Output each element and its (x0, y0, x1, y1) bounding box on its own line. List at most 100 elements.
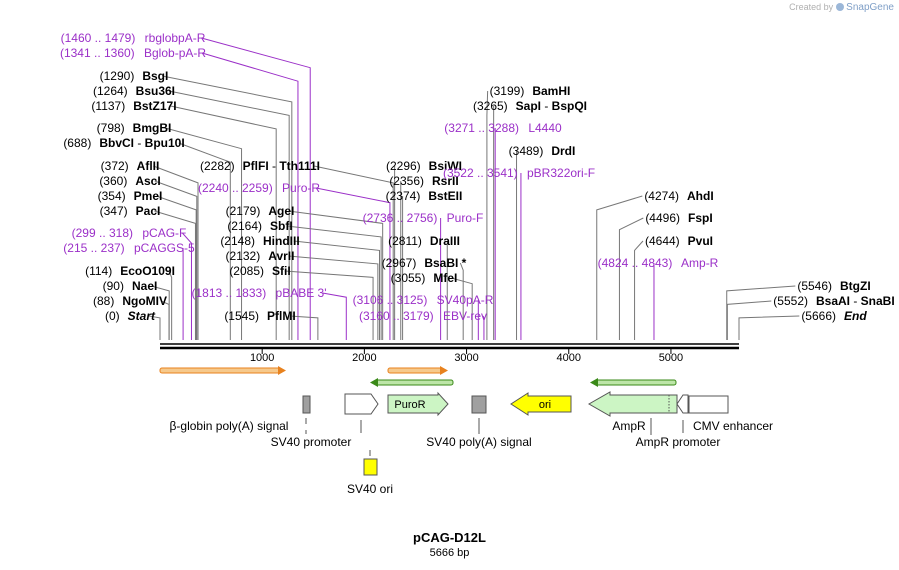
ruler-tick-label: 5000 (659, 352, 683, 364)
site-label: (1545)PflMI (224, 309, 295, 323)
site-coord: (4644) (645, 234, 680, 248)
site-coord: (3522 .. 3541) (443, 166, 518, 180)
sequence-backbone (160, 343, 739, 350)
site-label: (1137)BstZ17I (91, 99, 176, 113)
enzyme-name: AflII (137, 159, 160, 173)
site-label: (88)NgoMIV (93, 294, 167, 308)
site-label: (1460 .. 1479) rbglobpA-R (61, 31, 206, 45)
site-coord: (3265) (473, 99, 508, 113)
site-coord: (3199) (490, 84, 525, 98)
ruler-tick-label: 2000 (352, 352, 376, 364)
site-label: (114) EcoO109I (85, 264, 175, 278)
site-label: (1813 .. 1833) pBABE 3' (191, 286, 326, 300)
site-coord: (114) (85, 264, 112, 278)
enzyme-name: End (844, 309, 867, 323)
site-coord: (2148) (220, 234, 255, 248)
site-coord: (2164) (227, 219, 262, 233)
site-label: (1341 .. 1360) Bglob-pA-R (60, 46, 206, 60)
site-leader-line (156, 195, 197, 340)
enzyme-name: DrdI (551, 144, 575, 158)
site-label: (3265)SapI - BspQI (473, 99, 587, 113)
enzyme-name: PvuI (688, 234, 713, 248)
site-label: (2811)DraIII (388, 234, 460, 248)
sv40-polya-feature[interactable] (471, 395, 487, 414)
site-label: (2164) SbfI (227, 219, 292, 233)
sv40-promoter-feature[interactable] (344, 393, 379, 415)
primer-leader-line (181, 232, 192, 340)
site-leader-line (738, 315, 800, 340)
ampr-feature[interactable] (587, 391, 678, 417)
enzyme-star: * (458, 256, 466, 270)
puror-feature-label: PuroR (394, 399, 425, 411)
site-coord: (798) (97, 121, 125, 135)
enzyme-name: Tth111I (279, 159, 320, 173)
enzyme-separator: - (541, 99, 552, 113)
site-leader-line (288, 210, 384, 340)
site-coord: (2356) (389, 174, 424, 188)
site-labels: (0)Start(88)NgoMIV(90)NaeI(114)EcoO109I(… (60, 31, 895, 323)
site-label: (798)BmgBI (97, 121, 172, 135)
enzyme-name: NaeI (132, 279, 157, 293)
site-label: (2148)HindIII (220, 234, 299, 248)
site-label: (2374)BstEII (386, 189, 463, 203)
site-coord: (1341 .. 1360) (60, 46, 135, 60)
enzyme-name: EcoO109I (120, 264, 175, 278)
snapgene-logo-icon (836, 3, 845, 11)
site-label: (0)Start (105, 309, 156, 323)
credit-brand: SnapGene (846, 2, 894, 13)
site-leader-line (154, 180, 198, 340)
site-label: (2132)AvrII (226, 249, 295, 263)
ruler-tick-label: 1000 (250, 352, 274, 364)
site-leader-line (286, 225, 382, 340)
orf-arrow-reverse (590, 378, 677, 387)
enzyme-name: BsaBI (424, 256, 458, 270)
feature-label-beta-globin-polya: β-globin poly(A) signal (170, 419, 289, 433)
enzyme-name: SbfI (270, 219, 293, 233)
site-coord: (5546) (797, 279, 832, 293)
primer-name: pBR322ori-F (524, 166, 595, 180)
enzyme-name: PflFI (243, 159, 269, 173)
site-coord: (1290) (100, 69, 135, 83)
enzyme-separator: - (850, 294, 861, 308)
puror-feature[interactable] (387, 391, 449, 417)
enzyme-separator: - (134, 136, 145, 150)
sv40-ori-feature[interactable] (363, 458, 378, 476)
ampr-promoter-feature[interactable] (676, 394, 689, 414)
enzyme-name: BamHI (532, 84, 570, 98)
enzyme-name: NgoMIV (122, 294, 167, 308)
ori-feature-label: ori (539, 399, 551, 411)
site-label: (2296)BsiWI (386, 159, 462, 173)
site-coord: (2179) (226, 204, 261, 218)
cmv-enhancer-feature[interactable] (688, 395, 729, 414)
site-coord: (354) (98, 189, 126, 203)
site-coord: (1264) (93, 84, 128, 98)
site-leader-line (148, 315, 161, 340)
enzyme-separator: - (269, 159, 280, 173)
beta-globin-polya-feature[interactable] (302, 395, 311, 414)
primer-name: pBABE 3' (272, 286, 326, 300)
primer-name: rbglobpA-R (141, 31, 205, 45)
primer-name: pCAGGS-5 (131, 241, 195, 255)
site-leader-line (168, 90, 290, 340)
primer-name: Puro-R (279, 181, 321, 195)
enzyme-name: AhdI (687, 189, 714, 203)
site-label: (3160 .. 3179) EBV-rev (359, 309, 487, 323)
site-label: (3489)DrdI (509, 144, 576, 158)
enzyme-name: AvrII (268, 249, 294, 263)
site-label: (354)PmeI (98, 189, 163, 203)
site-label: (4274)AhdI (644, 189, 713, 203)
site-coord: (1460 .. 1479) (61, 31, 136, 45)
enzyme-name: RsrII (432, 174, 459, 188)
site-label: (2282)PflFI - Tth111I (200, 159, 320, 173)
site-coord: (90) (103, 279, 124, 293)
site-coord: (3271 .. 3288) (444, 121, 519, 135)
site-label: (5666) End (801, 309, 867, 323)
site-coord: (5666) (801, 309, 836, 323)
plasmid-size: 5666 bp (429, 547, 470, 559)
feature-label-ticks (305, 418, 684, 456)
site-coord: (2811) (388, 234, 422, 248)
ori-feature[interactable] (510, 392, 572, 416)
enzyme-name: PflMI (267, 309, 296, 323)
feature-label-sv40-promoter: SV40 promoter (271, 435, 352, 449)
